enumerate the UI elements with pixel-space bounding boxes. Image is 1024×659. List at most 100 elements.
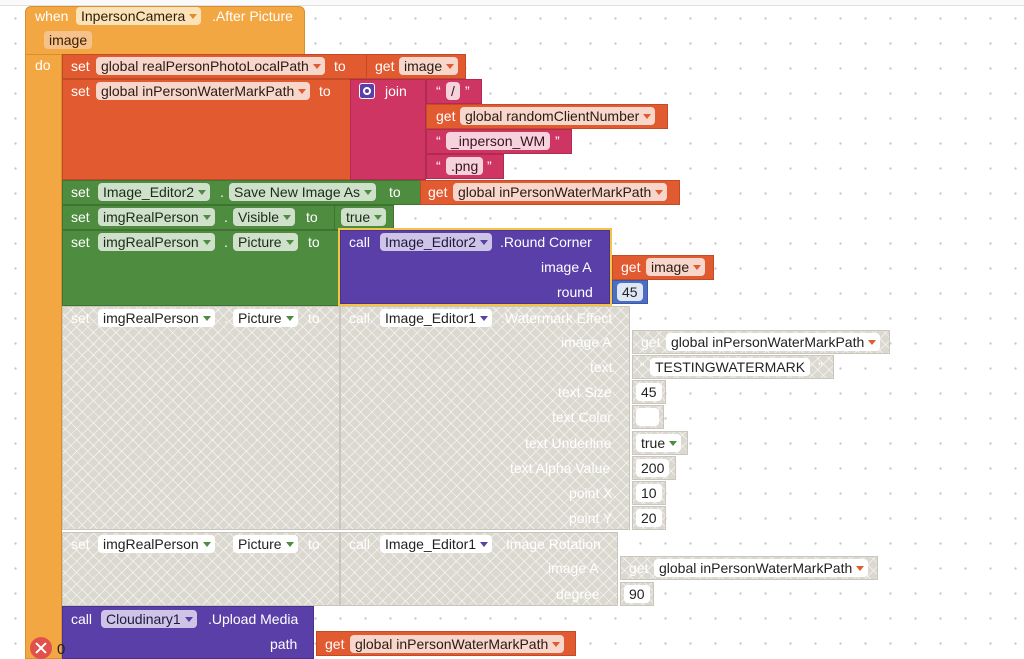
b1-get-label: image [404,58,443,74]
chevron-down-icon [298,89,307,94]
b5-arg-image-a: image A [541,259,592,275]
b7-get-label: global inPersonWaterMarkPath [659,560,853,576]
b2-variable-dropdown[interactable]: global inPersonWaterMarkPath [96,82,311,100]
chevron-down-icon [374,215,383,220]
quote-close-icon: ” [487,158,492,174]
b7-arg-degree: degree [556,586,600,602]
b6-point-y-value[interactable]: 20 [636,509,662,527]
b6-property-dropdown[interactable]: Picture [233,309,298,327]
b3-set: set [71,184,90,200]
b6-point-x-value[interactable]: 10 [636,484,662,502]
b6-set: set [71,310,90,326]
b8-get-label: global inPersonWaterMarkPath [355,636,549,652]
disabled-call-watermark-effect[interactable] [340,306,630,530]
join-slash-value[interactable]: / [446,82,460,100]
b8-method: .Upload Media [208,611,299,627]
chevron-down-icon [202,240,211,245]
b5-set: set [71,234,90,250]
error-count: 0 [57,641,66,658]
event-block-spine [25,54,62,659]
b4-component-dropdown[interactable]: imgRealPerson [98,208,215,226]
quote-open-icon: “ [436,158,441,174]
b6-alpha-value[interactable]: 200 [636,459,670,477]
b6-get-dropdown[interactable]: global inPersonWaterMarkPath [666,333,881,351]
b8-get-dropdown[interactable]: global inPersonWaterMarkPath [350,635,565,653]
b7-get-dropdown[interactable]: global inPersonWaterMarkPath [654,559,869,577]
b1-get: get [375,58,395,74]
b6-component-dropdown[interactable]: imgRealPerson [98,309,215,327]
chevron-down-icon [202,542,211,547]
b2-to: to [319,83,331,99]
b5-component-dropdown[interactable]: imgRealPerson [98,233,215,251]
b4-true-dropdown[interactable]: true [341,208,387,226]
chevron-down-icon [552,642,561,647]
event-component-dropdown[interactable]: InpersonCamera [76,7,202,25]
b4-property-dropdown[interactable]: Visible [233,208,295,226]
b3-get-label: global inPersonWaterMarkPath [458,184,652,200]
b5-call: call [349,234,371,250]
b5-component-label: imgRealPerson [103,234,199,250]
b3-property-dropdown[interactable]: Save New Image As [229,183,377,201]
b7-arg-image-a: image A [548,560,599,576]
b5-round-value[interactable]: 45 [617,283,643,301]
b5-call-component-dropdown[interactable]: Image_Editor2 [380,233,493,251]
b4-component-label: imgRealPerson [103,209,199,225]
b6-to: to [308,310,320,326]
b7-property-dropdown[interactable]: Picture [233,535,298,553]
b5-get-dropdown[interactable]: image [646,258,706,276]
b7-degree-value[interactable]: 90 [624,585,650,603]
b7-call-component-label: Image_Editor1 [385,536,477,552]
b6-arg-text-color: text Color [552,409,612,425]
chevron-down-icon [198,190,207,195]
b4-to: to [306,209,318,225]
error-icon[interactable] [30,637,52,659]
when-keyword: when [35,8,69,24]
b7-component-label: imgRealPerson [103,536,199,552]
b6-arg-text: text [590,359,613,375]
chevron-down-icon [285,316,294,321]
b5-property-dropdown[interactable]: Picture [233,233,298,251]
quote-open-icon: “ [436,133,441,149]
b6-call-component-dropdown[interactable]: Image_Editor1 [380,309,493,327]
b6-get-label: global inPersonWaterMarkPath [671,334,865,350]
workspace-top-border [0,0,1024,6]
b1-set: set [71,58,90,74]
join-inperson-wm-value[interactable]: _inperson_WM [446,132,551,150]
event-component-label: InpersonCamera [81,8,186,24]
b8-component-label: Cloudinary1 [106,611,181,627]
quote-close-icon: ” [555,133,560,149]
b1-variable-dropdown[interactable]: global realPersonPhotoLocalPath [96,57,325,75]
b3-dot: . [220,184,224,200]
color-swatch[interactable] [636,408,659,426]
b6-arg-text-underline: text Underline [525,435,612,451]
b3-get-dropdown[interactable]: global inPersonWaterMarkPath [453,183,668,201]
b8-component-dropdown[interactable]: Cloudinary1 [101,610,197,628]
b6-text-size-value[interactable]: 45 [636,383,662,401]
event-param-image[interactable]: image [44,31,93,49]
b7-call-component-dropdown[interactable]: Image_Editor1 [380,535,493,553]
join-png-value[interactable]: .png [446,157,484,175]
b3-component-dropdown[interactable]: Image_Editor2 [98,183,211,201]
do-keyword: do [35,57,51,73]
b8-get: get [325,636,345,652]
b1-variable-label: global realPersonPhotoLocalPath [101,58,309,74]
b2-get-dropdown[interactable]: global randomClientNumber [460,107,656,125]
b3-component-label: Image_Editor2 [103,184,195,200]
chevron-down-icon [364,190,373,195]
b7-dot: . [224,536,228,552]
b7-component-dropdown[interactable]: imgRealPerson [98,535,215,553]
chevron-down-icon [480,316,489,321]
b4-set: set [71,209,90,225]
b6-method: .Watermark Effect [501,310,613,326]
gear-icon[interactable] [359,83,375,99]
chevron-down-icon [285,542,294,547]
disabled-set-picture-watermark[interactable] [62,306,340,530]
b1-get-dropdown[interactable]: image [399,57,459,75]
b6-arg-image-a: image A [561,334,612,350]
b6-property-label: Picture [238,310,282,326]
chevron-down-icon [446,64,455,69]
b6-underline-dropdown[interactable]: true [636,434,682,452]
b6-arg-text-size: text Size [558,384,612,400]
b5-get: get [621,259,641,275]
b6-text-value[interactable]: TESTINGWATERMARK [650,358,811,376]
